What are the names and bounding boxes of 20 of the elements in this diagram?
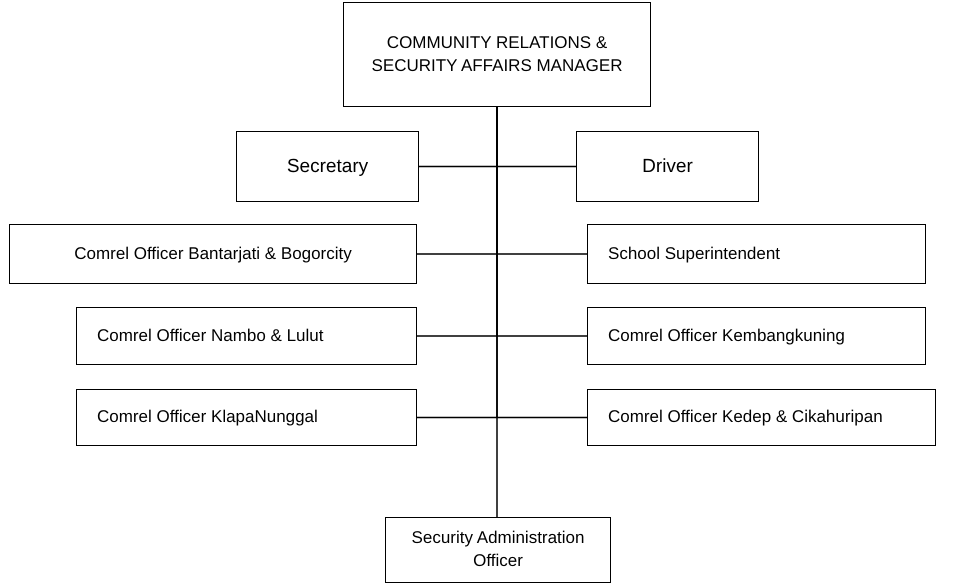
role-title: Secretary xyxy=(286,154,368,179)
org-box xyxy=(76,389,417,446)
role-title: Security Administration Officer xyxy=(410,527,586,572)
role-title: Comrel Officer Kedep & Cikahuripan xyxy=(608,406,883,428)
org-box xyxy=(343,2,651,107)
org-box xyxy=(385,517,611,583)
org-box xyxy=(576,131,759,202)
role-title: Comrel Officer Bantarjati & Bogorcity xyxy=(74,242,352,265)
role-title: School Superintendent xyxy=(608,242,780,265)
org-box xyxy=(587,224,926,284)
org-box xyxy=(76,307,417,365)
org-box xyxy=(587,389,936,446)
role-title: COMMUNITY RELATIONS & SECURITY AFFAIRS MANAGER xyxy=(370,32,624,76)
role-title: Comrel Officer Nambo & Lulut xyxy=(97,324,324,347)
role-title: Comrel Officer Kembangkuning xyxy=(608,324,845,347)
role-title: Driver xyxy=(642,154,693,179)
role-title: Comrel Officer KlapaNunggal xyxy=(97,406,318,428)
org-box xyxy=(9,224,417,284)
org-box xyxy=(587,307,926,365)
org-box xyxy=(236,131,419,202)
